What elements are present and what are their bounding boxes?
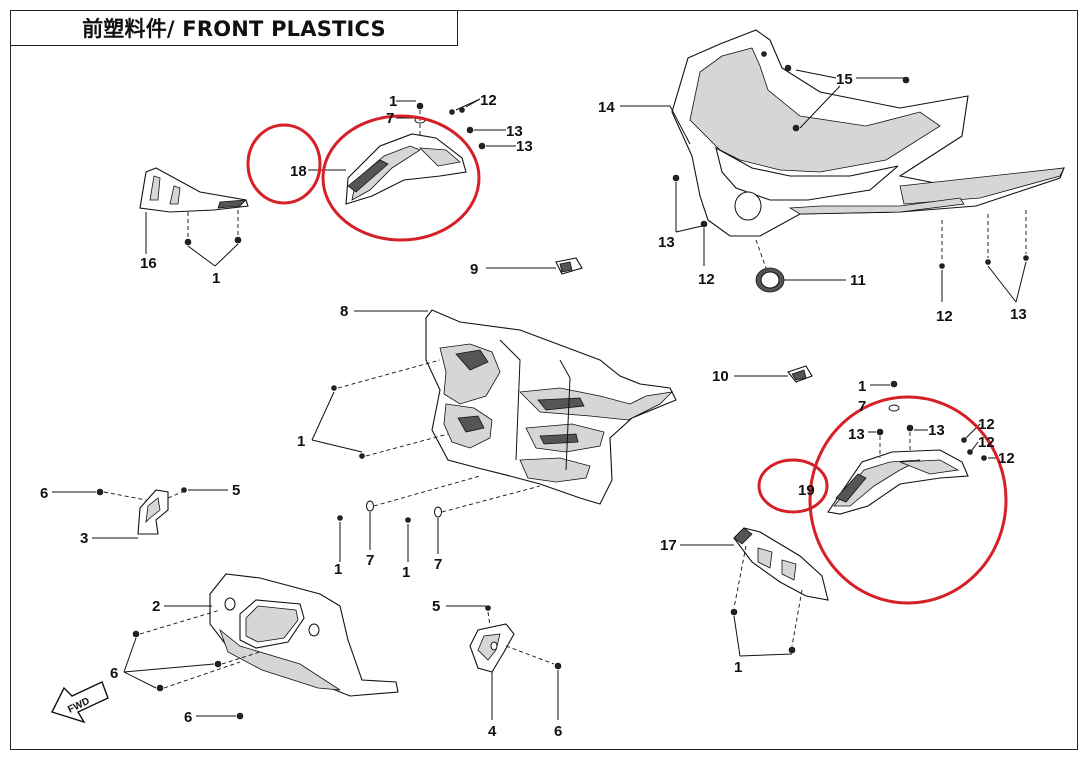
part-19-cover [827, 380, 987, 515]
callout-12: 12 [936, 308, 953, 325]
callout-18: 18 [290, 163, 307, 180]
callout-1: 1 [297, 433, 305, 450]
part-3-bracket [96, 487, 187, 535]
callout-7: 7 [434, 556, 442, 573]
callout-14: 14 [598, 99, 615, 116]
page-title: 前塑料件/ FRONT PLASTICS [10, 10, 458, 46]
part-8-inner-panel [331, 309, 677, 523]
callout-13: 13 [1010, 306, 1027, 323]
callout-5: 5 [232, 482, 240, 499]
callout-13: 13 [848, 426, 865, 443]
part-10-clip [787, 365, 813, 383]
callout-17: 17 [660, 537, 677, 554]
callout-7: 7 [858, 398, 866, 415]
callout-13: 13 [658, 234, 675, 251]
callout-10: 10 [712, 368, 729, 385]
callout-15: 15 [836, 71, 853, 88]
callout-12: 12 [698, 271, 715, 288]
callout-12: 12 [480, 92, 497, 109]
callout-16: 16 [140, 255, 157, 272]
callout-12: 12 [998, 450, 1015, 467]
callout-11: 11 [850, 272, 866, 289]
callout-1: 1 [402, 564, 410, 581]
callout-1: 1 [734, 659, 742, 676]
callout-labels: 1 1 1 1 1 1 1 2 3 4 5 5 6 6 6 6 7 7 7 7 [40, 71, 1027, 740]
callout-7: 7 [366, 552, 374, 569]
callout-3: 3 [80, 530, 88, 547]
part-18-cover [345, 102, 486, 205]
part-17-bracket [730, 527, 829, 654]
callout-19: 19 [798, 482, 815, 499]
callout-1: 1 [389, 93, 397, 110]
fwd-arrow-icon: FWD [51, 681, 109, 724]
part-11-plug [755, 267, 785, 293]
part-9-clip [555, 257, 583, 275]
highlight-circle-right-small [757, 458, 829, 514]
callout-13: 13 [506, 123, 523, 140]
highlight-circle-left-large [321, 114, 481, 242]
callout-6: 6 [110, 665, 118, 682]
part-4-bracket [469, 605, 562, 673]
callout-6: 6 [554, 723, 562, 740]
callout-7: 7 [386, 110, 394, 127]
highlight-circle-left-small [246, 123, 322, 205]
callout-1: 1 [858, 378, 866, 395]
callout-13: 13 [516, 138, 533, 155]
callout-2: 2 [152, 598, 160, 615]
callout-4: 4 [488, 723, 497, 740]
part-2-lower-panel [132, 573, 399, 720]
part-14-nose-cover [671, 29, 1065, 269]
callout-6: 6 [40, 485, 48, 502]
callout-5: 5 [432, 598, 440, 615]
callout-9: 9 [470, 261, 478, 278]
callout-1: 1 [334, 561, 342, 578]
callout-8: 8 [340, 303, 348, 320]
callout-1: 1 [212, 270, 220, 287]
callout-12: 12 [978, 416, 995, 433]
highlight-circle-right-large [808, 395, 1008, 605]
callout-12: 12 [978, 434, 995, 451]
drawing-frame [10, 10, 1078, 750]
part-16-bracket [139, 167, 249, 246]
callout-13: 13 [928, 422, 945, 439]
callout-6: 6 [184, 709, 192, 726]
